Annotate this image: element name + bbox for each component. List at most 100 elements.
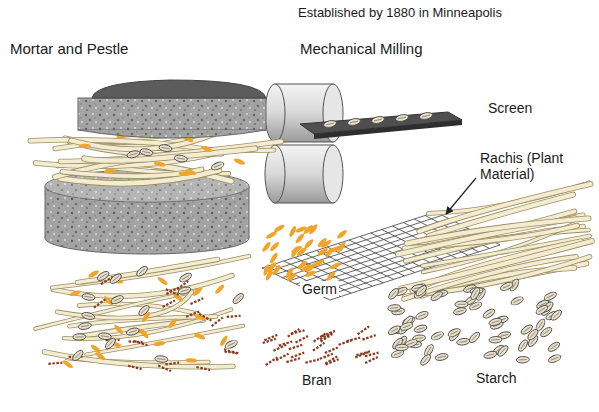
grain-shell: [174, 154, 188, 162]
starch-grain: [158, 144, 172, 153]
grain-crease: [492, 321, 500, 323]
starch-grain: [387, 287, 400, 301]
bran-flake: [266, 357, 278, 365]
germ-piece: [233, 157, 246, 166]
bran-piece: [276, 354, 288, 360]
germ-piece: [308, 223, 319, 235]
starch-grain: [126, 150, 140, 160]
grain-shell: [520, 323, 534, 336]
grain-shell: [98, 332, 112, 340]
starch-grain: [71, 349, 85, 363]
grain-shell: [535, 304, 549, 316]
grain-shell: [78, 322, 92, 331]
germ-piece: [290, 245, 303, 255]
starch-grain: [224, 339, 238, 350]
grain-crease: [129, 153, 137, 155]
grain-shell: [387, 287, 400, 301]
bran-flake: [128, 366, 142, 369]
grain-crease: [415, 337, 423, 339]
mortar-edge: [249, 186, 250, 238]
grain-shell: [419, 112, 433, 121]
bran-piece: [199, 314, 211, 321]
grain-crease: [519, 359, 527, 360]
grain-crease: [181, 289, 189, 291]
starch-grain: [483, 350, 497, 360]
grain-crease: [422, 115, 430, 117]
bran-piece: [266, 357, 278, 365]
grain-crease: [438, 356, 446, 358]
grain-crease: [326, 123, 334, 125]
starch-grain: [81, 311, 95, 320]
germ-piece: [296, 259, 308, 270]
grain-shell: [419, 353, 432, 367]
fiber-outline: [60, 170, 219, 183]
grain-shell: [499, 281, 513, 292]
grain-crease: [521, 342, 525, 349]
starch-grain: [395, 344, 408, 351]
grain-shell: [516, 356, 529, 363]
bran-piece: [305, 359, 319, 362]
bran-piece: [322, 331, 335, 336]
pestle-bottom: [78, 130, 266, 138]
starch-grain: [469, 286, 481, 300]
germ-piece: [329, 261, 342, 270]
leader-arrow: [446, 178, 476, 214]
grain-shell: [73, 333, 86, 340]
grain-shell: [81, 311, 95, 320]
starch-grain: [73, 333, 86, 340]
germ-piece: [269, 241, 280, 253]
starch-grain: [516, 356, 529, 363]
germ-piece: [154, 161, 167, 168]
starch-grain: [387, 304, 401, 312]
germ-piece: [185, 358, 197, 363]
bran-piece: [191, 298, 204, 304]
starch-grain: [456, 338, 470, 346]
mortar-edge: [45, 186, 46, 238]
bran-flake: [199, 314, 211, 321]
grain-shell: [517, 338, 529, 352]
bran-piece: [158, 366, 171, 371]
starch-grain: [347, 118, 361, 127]
grain-crease: [142, 151, 150, 153]
starch-grain: [517, 338, 529, 352]
grain-shell: [482, 307, 496, 319]
bran-piece: [291, 330, 305, 333]
grain-shell: [109, 272, 123, 285]
starch-grain: [371, 116, 385, 125]
bran-piece: [358, 326, 369, 334]
germ-piece: [62, 359, 74, 370]
label-text: Germ: [300, 281, 339, 297]
grain-crease: [100, 274, 107, 278]
grain-crease: [486, 354, 494, 356]
bran-piece: [347, 338, 361, 341]
bran-flake: [186, 312, 199, 317]
rachis-fiber: [57, 292, 192, 318]
roller-end: [323, 145, 343, 203]
grain-shell: [547, 353, 561, 364]
grain-shell: [488, 317, 502, 327]
germ-piece: [184, 168, 197, 176]
starch-grain: [447, 327, 461, 338]
bran-flake: [358, 326, 369, 334]
grain-crease: [434, 334, 441, 337]
bran-piece: [224, 349, 237, 353]
grain-crease: [553, 312, 559, 317]
grain-shell: [154, 355, 168, 363]
germ-piece: [288, 225, 297, 238]
starch-grain: [139, 148, 153, 157]
grain-shell: [468, 300, 482, 311]
bran-piece: [362, 335, 375, 340]
grain-crease: [547, 294, 554, 298]
grain-shell: [447, 327, 461, 338]
grain-crease: [214, 164, 221, 167]
diagram-title: Established by 1880 in Minneapolis: [298, 6, 502, 21]
grain-crease: [182, 275, 189, 279]
bran-piece: [365, 357, 378, 363]
starch-grain: [110, 294, 124, 305]
grain-crease: [407, 342, 415, 345]
starch-grain: [547, 353, 561, 364]
fiber-outline: [407, 218, 588, 243]
fiber-outline: [57, 292, 192, 318]
grain-crease: [157, 358, 165, 360]
